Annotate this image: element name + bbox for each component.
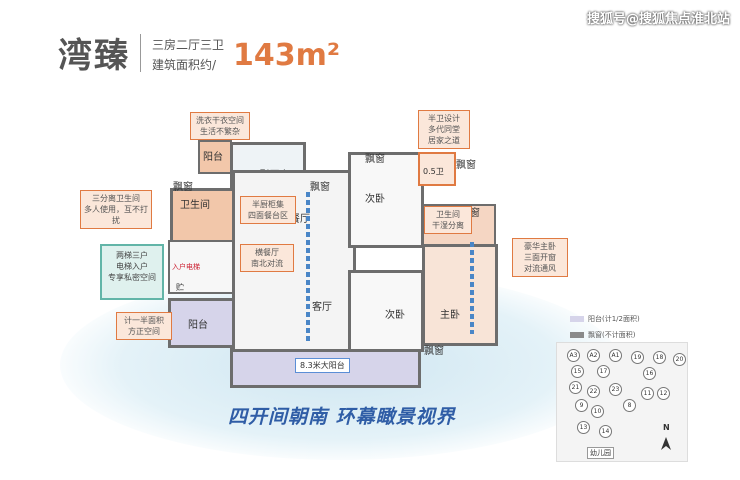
site-building: 19	[631, 351, 644, 364]
bay-bedroom2a-label: 飘窗	[365, 154, 385, 165]
site-building: 10	[591, 405, 604, 418]
dining-arrow	[306, 192, 310, 342]
master-label: 主卧	[440, 310, 460, 321]
callout-master-bath: 卫生间 干湿分离	[424, 206, 472, 234]
page-title: 湾臻	[58, 36, 130, 76]
site-building: 17	[597, 365, 610, 378]
entry-label: 入户电梯	[172, 263, 200, 271]
compass-icon	[657, 429, 675, 455]
site-building: 21	[569, 381, 582, 394]
callout-balcony-note: 计一半面积 方正空间	[116, 312, 172, 340]
site-building: 8	[623, 399, 636, 412]
site-building: 11	[641, 387, 654, 400]
half-bath-label: 0.5卫	[423, 167, 444, 176]
site-building: 22	[587, 385, 600, 398]
north-label: N	[663, 423, 670, 432]
title-divider	[140, 34, 141, 72]
site-building: 20	[673, 353, 686, 366]
floor-plan: 8.3米大阳台 阳台 U型厨房 卫生间 飘窗 入户电梯 贮 阳台 飘窗 餐厅 客…	[160, 130, 500, 390]
storage-label: 贮	[176, 283, 184, 292]
watermark: 搜狐号@搜狐焦点淮北站	[586, 12, 730, 27]
legend-bay: 飘窗(不计面积)	[570, 330, 690, 340]
master-bedroom	[422, 244, 498, 346]
master-arrow	[470, 242, 474, 334]
callout-laundry: 洗衣干衣空间 生活不繁杂	[190, 112, 250, 140]
bedroom2b	[348, 270, 424, 352]
bedroom2a	[348, 152, 424, 248]
site-building: 18	[653, 351, 666, 364]
callout-half-bath: 半卫设计 多代同堂 居家之道	[418, 110, 470, 149]
site-building: A3	[567, 349, 580, 362]
callout-dining-living: 横餐厅 南北对流	[240, 244, 294, 272]
legend-balcony-text: 阳台(计1/2面积)	[588, 315, 640, 323]
bay-master-label: 飘窗	[424, 346, 444, 357]
site-building: 23	[609, 383, 622, 396]
bay-halfbath-label: 飘窗	[456, 160, 476, 171]
slogan: 四开间朝南 环幕瞰景视界	[228, 406, 456, 428]
bay-kitchen-label: 飘窗	[310, 182, 330, 193]
area-value: 143m²	[233, 38, 341, 73]
bay-left-label: 飘窗	[173, 182, 193, 193]
big-balcony-label: 8.3米大阳台	[295, 358, 350, 373]
callout-kitchen-cabinet: 半厨柜集 四面餐台区	[240, 196, 296, 224]
bedroom2a-label: 次卧	[365, 194, 385, 205]
callout-master-suite: 豪华主卧 三面开窗 对流通风	[512, 238, 568, 277]
callout-elevator: 两梯三户 电梯入户 专享私密空间	[100, 244, 164, 300]
site-building: A2	[587, 349, 600, 362]
site-building: 14	[599, 425, 612, 438]
site-building: 16	[643, 367, 656, 380]
site-building: 15	[571, 365, 584, 378]
top-balcony-label: 阳台	[203, 152, 223, 163]
living-label: 客厅	[312, 302, 332, 313]
legend-balcony-swatch	[570, 316, 584, 322]
legend: 阳台(计1/2面积) 飘窗(不计面积)	[570, 314, 690, 340]
legend-balcony: 阳台(计1/2面积)	[570, 314, 690, 324]
bedroom2b-label: 次卧	[385, 310, 405, 321]
legend-bay-text: 飘窗(不计面积)	[588, 331, 636, 339]
site-building: 13	[577, 421, 590, 434]
site-building: 12	[657, 387, 670, 400]
top-balcony	[198, 140, 232, 174]
site-building: A1	[609, 349, 622, 362]
layout-spec: 三房二厅三卫	[152, 38, 225, 52]
bath-left-label: 卫生间	[180, 200, 210, 211]
site-building: 9	[575, 399, 588, 412]
area-label: 建筑面积约/	[152, 58, 217, 72]
lower-balcony-label: 阳台	[188, 320, 208, 331]
legend-bay-swatch	[570, 332, 584, 338]
half-bath	[418, 152, 456, 186]
dining-label: 餐厅	[290, 214, 310, 225]
callout-three-bath: 三分离卫生间 多人使用，互不打扰	[80, 190, 152, 229]
kindergarten-label: 幼儿园	[587, 447, 614, 459]
